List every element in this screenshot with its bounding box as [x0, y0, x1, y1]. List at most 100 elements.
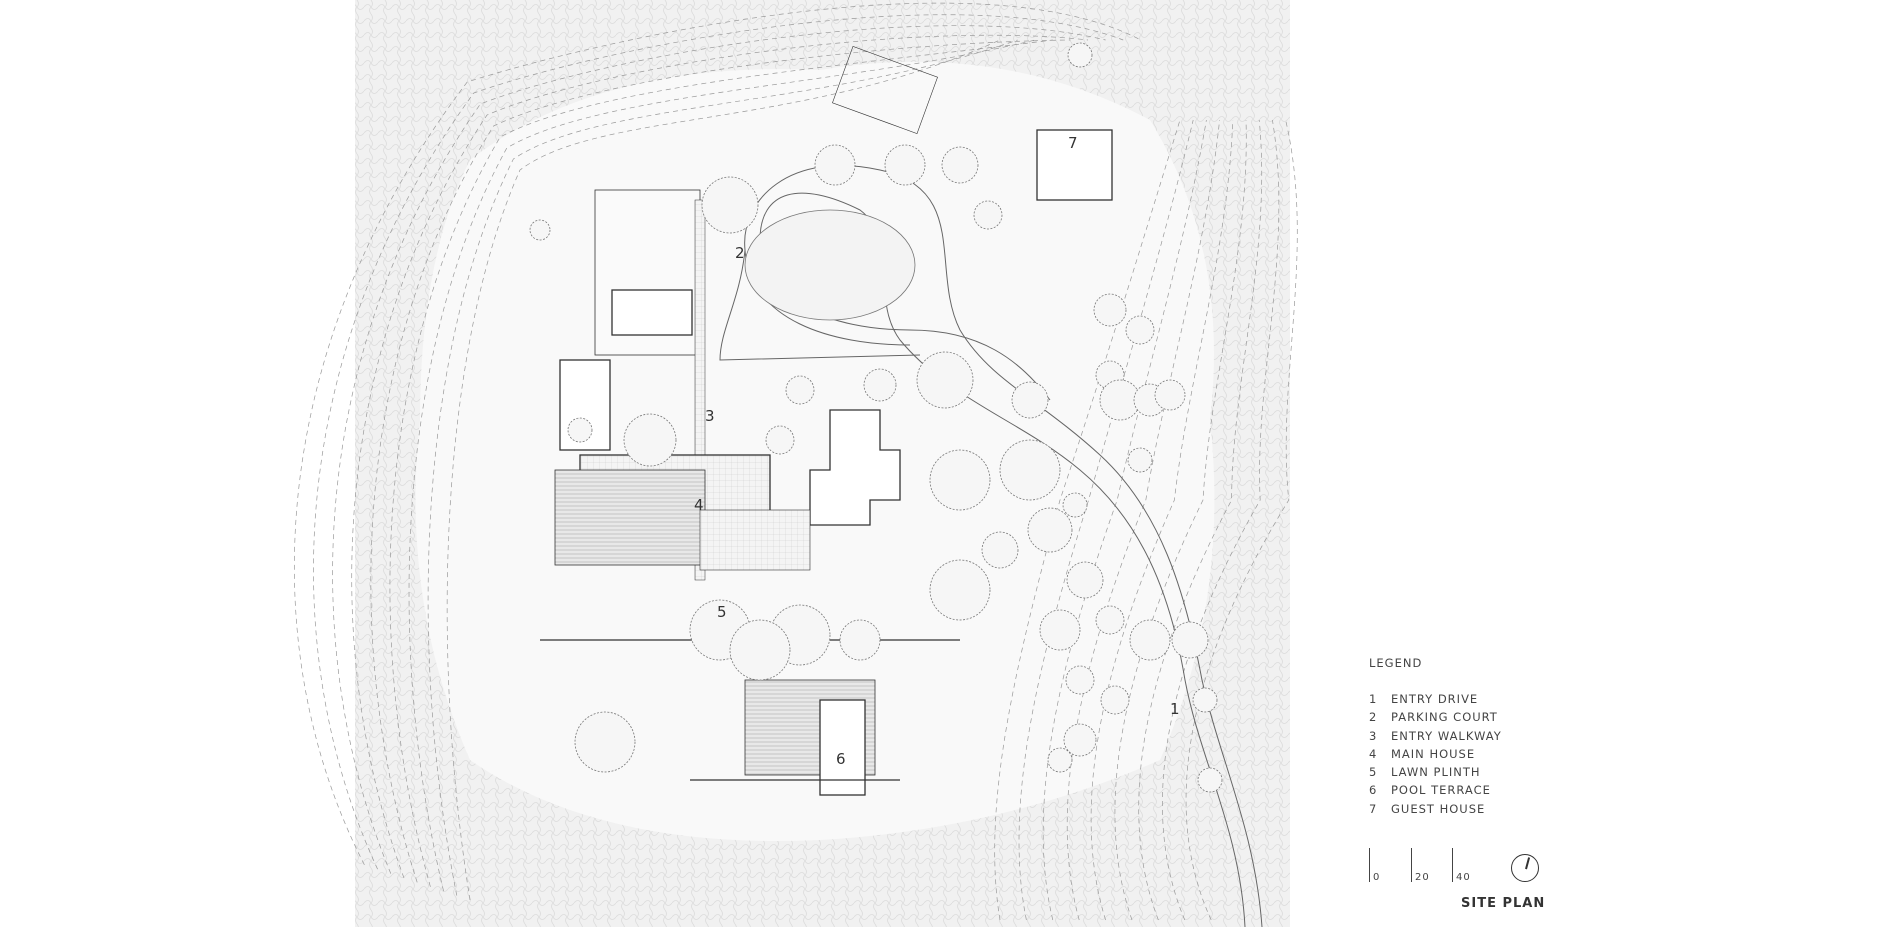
tree-icon [973, 200, 1003, 230]
contour-line [427, 39, 1018, 896]
tree-icon [1095, 605, 1125, 635]
label-guest-house: 7 [1068, 134, 1078, 152]
tree-icon [839, 619, 881, 661]
legend-item-label: ENTRY WALKWAY [1391, 728, 1502, 743]
legend-item-number: 1 [1369, 692, 1378, 706]
contour-line [370, 39, 1071, 883]
tree-icon [1154, 379, 1186, 411]
legend-item: 7 GUEST HOUSE [1369, 800, 1502, 818]
legend-item: 2 PARKING COURT [1369, 708, 1502, 726]
legend-item-label: POOL TERRACE [1391, 783, 1491, 798]
bedroom-wing [559, 359, 611, 451]
tree-icon [929, 559, 991, 621]
contour-line [1185, 119, 1298, 921]
legend-item-number: 2 [1369, 710, 1378, 725]
trees [529, 42, 1223, 793]
legend-item-label: ENTRY DRIVE [1391, 692, 1479, 706]
scale-bar: 0 20 40 [1369, 848, 1549, 888]
deck [554, 469, 706, 566]
tree-icon [1027, 507, 1073, 553]
legend-item-number: 6 [1369, 783, 1378, 798]
pool [819, 699, 866, 796]
tree-icon [1093, 293, 1127, 327]
scale-tick-40: 40 [1456, 872, 1471, 883]
tree-icon [529, 219, 551, 241]
drive-island [744, 209, 916, 321]
tree-icon [929, 449, 991, 511]
contour-line [294, 2, 1141, 865]
tree-icon [1129, 619, 1171, 661]
contour-line [1138, 119, 1263, 921]
legend-item-number: 5 [1369, 765, 1378, 780]
contour-line [446, 39, 1001, 901]
legend-title: LEGEND [1369, 656, 1423, 670]
guest-house [1036, 129, 1113, 201]
legend-item: 5 LAWN PLINTH [1369, 763, 1502, 781]
tree-icon [1192, 687, 1218, 713]
contour-line [1090, 119, 1234, 921]
tree-icon [941, 146, 979, 184]
tree-icon [574, 711, 636, 773]
tree-icon [1062, 492, 1088, 518]
tree-icon [916, 351, 974, 409]
legend-item-number: 4 [1369, 746, 1378, 761]
label-entry-walkway: 3 [705, 407, 715, 425]
legend-item-label: MAIN HOUSE [1391, 746, 1476, 761]
tree-icon [1065, 665, 1095, 695]
tree-icon [884, 144, 926, 186]
buildings [540, 46, 1113, 796]
legend-item: 4 MAIN HOUSE [1369, 745, 1502, 763]
legend-item-label: GUEST HOUSE [1391, 801, 1486, 816]
tree-icon [863, 368, 897, 402]
area-labels: 1 2 3 4 5 6 7 [694, 134, 1180, 768]
tree-icon [1063, 723, 1097, 757]
east-wing [809, 409, 901, 526]
tree-icon [1047, 747, 1073, 773]
sport-court [832, 46, 938, 134]
contour-line [1018, 119, 1194, 921]
legend-item-number: 7 [1369, 801, 1378, 816]
label-lawn-plinth: 5 [717, 603, 727, 621]
tree-icon [981, 531, 1019, 569]
tree-icon [567, 417, 593, 443]
tree-icon [785, 375, 815, 405]
tree-icon [1011, 381, 1049, 419]
label-main-house: 4 [694, 496, 704, 514]
legend-item: 6 POOL TERRACE [1369, 781, 1502, 799]
contour-line [1162, 119, 1280, 921]
contour-line [351, 34, 1089, 879]
contour-line [332, 25, 1106, 874]
tree-icon [729, 619, 791, 681]
tree-icon [623, 413, 677, 467]
legend-item: 1 ENTRY DRIVE [1369, 690, 1502, 708]
main-walk [694, 199, 706, 581]
tree-icon [1066, 561, 1104, 599]
contour-line [408, 39, 1036, 892]
tree-icon [1125, 315, 1155, 345]
tree-icon [1067, 42, 1093, 68]
tree-icon [999, 439, 1061, 501]
tree-icon [1100, 685, 1130, 715]
terrace [699, 509, 811, 571]
tree-icon [1171, 621, 1209, 659]
tree-icon [1039, 609, 1081, 651]
contour-line [313, 14, 1124, 870]
legend-item-label: LAWN PLINTH [1391, 765, 1481, 780]
garage [611, 289, 693, 336]
drawing-title: SITE PLAN [1461, 896, 1546, 911]
tree-icon [1127, 447, 1153, 473]
contour-line [1114, 119, 1247, 921]
entry-drive [719, 165, 1263, 927]
scale-tick-20: 20 [1415, 872, 1430, 883]
legend-item-label: PARKING COURT [1391, 710, 1498, 725]
contour-line [1042, 119, 1207, 921]
label-entry-drive: 1 [1170, 700, 1180, 718]
scale-tick-0: 0 [1373, 872, 1381, 883]
contour-line [389, 39, 1053, 887]
label-pool-terrace: 6 [836, 750, 846, 768]
contour-line [1066, 119, 1220, 921]
tree-icon [1197, 767, 1223, 793]
